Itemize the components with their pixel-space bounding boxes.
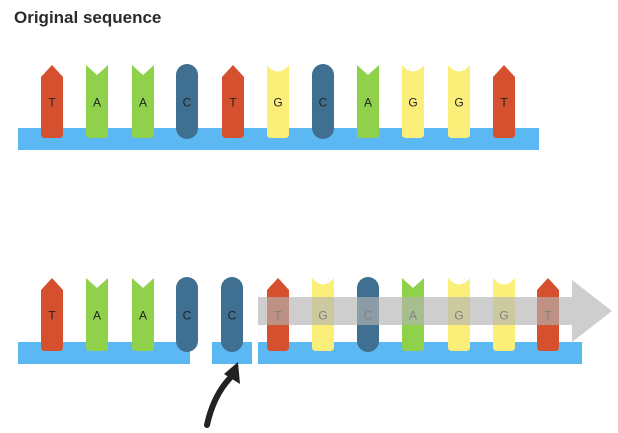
original-base-A: A bbox=[86, 65, 108, 138]
original-base-G: G bbox=[402, 65, 424, 138]
mutated-backbone-segment-2 bbox=[212, 342, 252, 364]
original-base-G: G bbox=[448, 65, 470, 138]
nucleotide-letter: C bbox=[183, 309, 192, 323]
mutated-base-A: A bbox=[132, 278, 154, 351]
insertion-pointer-arrow bbox=[204, 362, 240, 428]
nucleotide-shape bbox=[222, 65, 244, 138]
nucleotide-letter: A bbox=[139, 96, 147, 110]
nucleotide-letter: C bbox=[183, 96, 192, 110]
nucleotide-shape bbox=[312, 64, 334, 139]
mutated-base-A: A bbox=[86, 278, 108, 351]
blank-label-box-right bbox=[320, 234, 500, 266]
original-base-C: C bbox=[312, 64, 334, 139]
nucleotide-letter: A bbox=[139, 309, 147, 323]
nucleotide-letter: T bbox=[229, 96, 237, 110]
nucleotide-shape bbox=[132, 278, 154, 351]
nucleotide-shape bbox=[357, 65, 379, 138]
nucleotide-shape bbox=[86, 65, 108, 138]
mutated-base-C: C bbox=[176, 277, 198, 352]
diagram-title: Original sequence bbox=[14, 8, 162, 27]
nucleotide-letter: C bbox=[228, 309, 237, 323]
nucleotide-shape bbox=[41, 278, 63, 351]
nucleotide-shape bbox=[86, 278, 108, 351]
nucleotide-shape bbox=[221, 277, 243, 352]
original-base-C: C bbox=[176, 64, 198, 139]
nucleotide-shape bbox=[132, 65, 154, 138]
nucleotide-shape bbox=[448, 65, 470, 138]
original-base-T: T bbox=[493, 65, 515, 138]
nucleotide-letter: T bbox=[48, 309, 56, 323]
nucleotide-shape bbox=[41, 65, 63, 138]
original-base-A: A bbox=[357, 65, 379, 138]
nucleotide-letter: G bbox=[408, 96, 417, 110]
original-base-T: T bbox=[41, 65, 63, 138]
inserted-base: C bbox=[221, 277, 243, 352]
nucleotide-letter: G bbox=[454, 96, 463, 110]
nucleotide-letter: A bbox=[364, 96, 372, 110]
nucleotide-shape bbox=[493, 65, 515, 138]
nucleotide-letter: C bbox=[319, 96, 328, 110]
nucleotide-shape bbox=[267, 65, 289, 138]
original-base-A: A bbox=[132, 65, 154, 138]
original-base-T: T bbox=[222, 65, 244, 138]
blank-label-box-left bbox=[0, 222, 160, 252]
nucleotide-letter: T bbox=[500, 96, 508, 110]
original-base-G: G bbox=[267, 65, 289, 138]
nucleotide-shape bbox=[176, 277, 198, 352]
nucleotide-letter: G bbox=[273, 96, 282, 110]
nucleotide-letter: A bbox=[93, 309, 101, 323]
nucleotide-shape bbox=[176, 64, 198, 139]
nucleotide-letter: T bbox=[48, 96, 56, 110]
mutated-base-T: T bbox=[41, 278, 63, 351]
frameshift-arrow bbox=[258, 280, 612, 342]
nucleotide-shape bbox=[402, 65, 424, 138]
nucleotide-letter: A bbox=[93, 96, 101, 110]
